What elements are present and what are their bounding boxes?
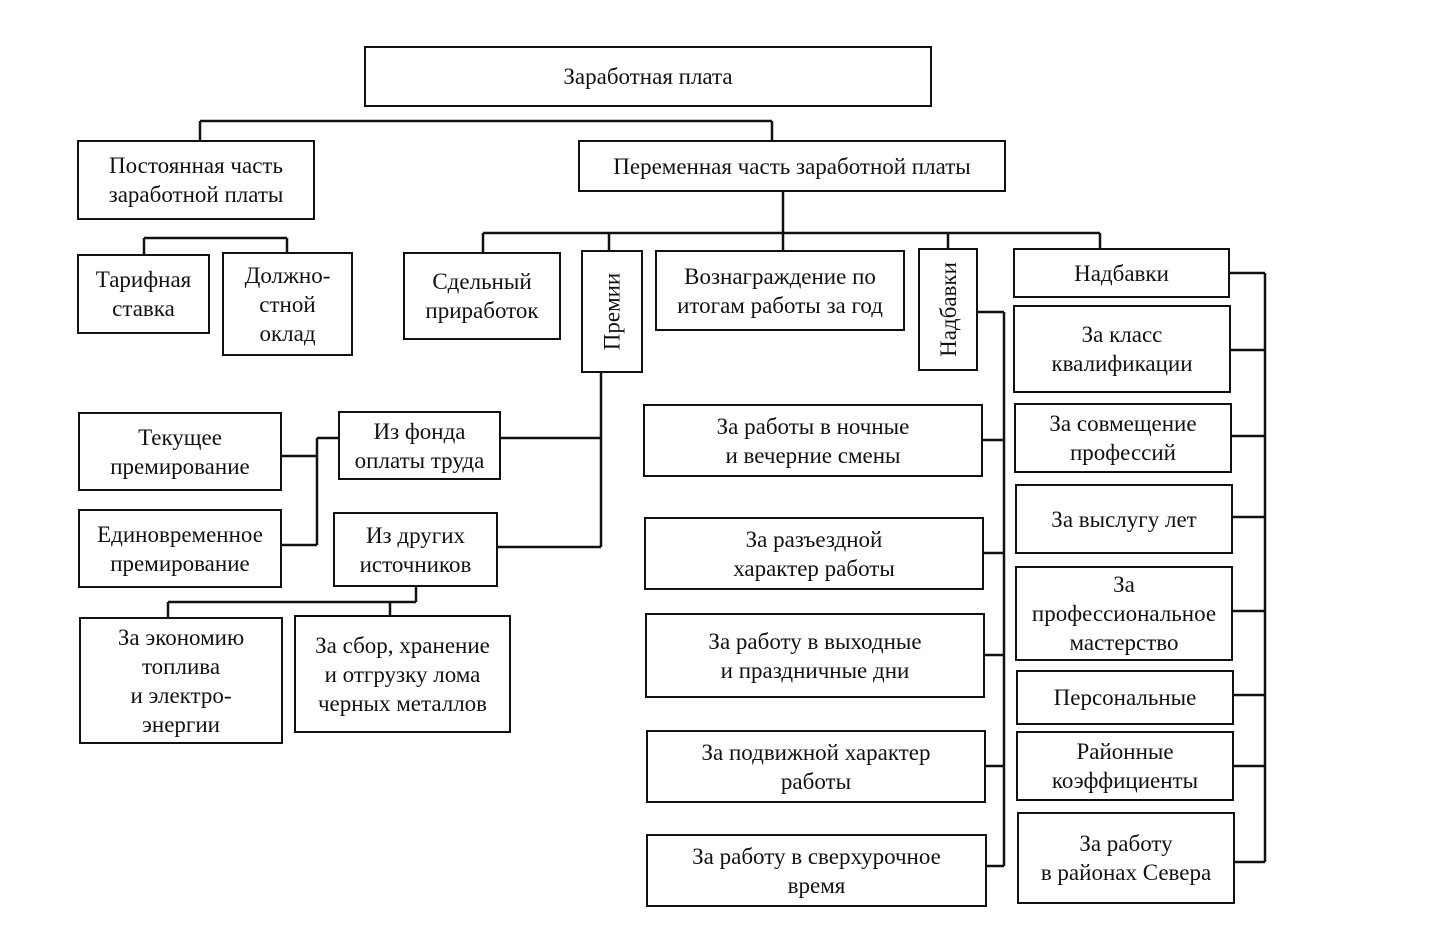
- node-professional-skill: За профессиональное мастерство: [1015, 566, 1233, 661]
- node-one-time-bonus: Единовременное премирование: [78, 509, 282, 588]
- node-seniority: За выслугу лет: [1015, 484, 1233, 554]
- weekends-holidays-label: За работу в выходные и праздничные дни: [708, 628, 922, 683]
- current-bonus-label: Текущее премирование: [110, 424, 250, 479]
- node-mobile-work: За подвижной характер работы: [646, 730, 986, 803]
- annual-reward-label: Вознаграждение по итогам работы за год: [677, 263, 883, 318]
- professional-skill-label: За профессиональное мастерство: [1031, 572, 1217, 655]
- node-weekends-holidays: За работу в выходные и праздничные дни: [645, 613, 985, 698]
- node-traveling-work: За разъездной характер работы: [644, 517, 984, 590]
- node-surcharges-vertical: Надбавки: [918, 248, 978, 371]
- node-piecework: Сдельный приработок: [403, 252, 561, 340]
- scrap-metal-label: За сбор, хранение и отгрузку лома черных…: [315, 632, 490, 716]
- node-tariff-rate: Тарифная ставка: [77, 254, 210, 334]
- node-official-salary: Должно- стной оклад: [222, 252, 353, 356]
- node-night-shifts: За работы в ночные и вечерние смены: [643, 404, 983, 477]
- qualification-class-label: За класс квалификации: [1051, 322, 1193, 376]
- overtime-label: За работу в сверхурочное время: [692, 843, 941, 898]
- node-bonuses: Премии: [581, 250, 643, 373]
- bonuses-label: Премии: [599, 272, 625, 351]
- from-payroll-fund-label: Из фонда оплаты труда: [354, 418, 485, 473]
- piecework-label: Сдельный приработок: [425, 269, 539, 323]
- root-label: Заработная плата: [563, 64, 733, 89]
- surcharges-vertical-label: Надбавки: [935, 262, 961, 357]
- node-scrap-metal: За сбор, хранение и отгрузку лома черных…: [294, 615, 511, 733]
- variable-part-label: Переменная часть заработной платы: [613, 153, 971, 179]
- from-other-sources-label: Из других источников: [359, 522, 472, 577]
- node-annual-reward: Вознаграждение по итогам работы за год: [655, 250, 905, 331]
- node-from-other-sources: Из других источников: [333, 512, 498, 587]
- node-regional-coefficients: Районные коэффициенты: [1016, 731, 1234, 801]
- node-north-regions: За работу в районах Севера: [1017, 812, 1235, 904]
- north-regions-label: За работу в районах Севера: [1040, 831, 1212, 885]
- node-constant-part: Постоянная часть заработной платы: [77, 140, 315, 220]
- seniority-label: За выслугу лет: [1051, 506, 1197, 532]
- official-salary-label: Должно- стной оклад: [244, 262, 331, 346]
- constant-part-label: Постоянная часть заработной платы: [108, 153, 284, 207]
- node-variable-part: Переменная часть заработной платы: [578, 140, 1006, 192]
- node-personal: Персональные: [1016, 670, 1234, 725]
- node-fuel-energy-saving: За экономию топлива и электро- энергии: [79, 617, 283, 744]
- node-current-bonus: Текущее премирование: [78, 412, 282, 491]
- traveling-work-label: За разъездной характер работы: [733, 526, 895, 581]
- node-overtime: За работу в сверхурочное время: [646, 834, 987, 907]
- node-combining-professions: За совмещение профессий: [1014, 403, 1232, 473]
- combining-professions-label: За совмещение профессий: [1049, 411, 1197, 465]
- regional-coefficients-label: Районные коэффициенты: [1051, 739, 1199, 793]
- root-node-salary: Заработная плата: [364, 46, 932, 107]
- night-shifts-label: За работы в ночные и вечерние смены: [716, 413, 910, 468]
- tariff-rate-label: Тарифная ставка: [95, 267, 192, 321]
- mobile-work-label: За подвижной характер работы: [701, 739, 931, 794]
- one-time-bonus-label: Единовременное премирование: [97, 521, 263, 576]
- node-from-payroll-fund: Из фонда оплаты труда: [338, 411, 501, 480]
- fuel-energy-saving-label: За экономию топлива и электро- энергии: [117, 624, 245, 737]
- node-allowances: Надбавки: [1013, 248, 1230, 298]
- node-qualification-class: За класс квалификации: [1013, 305, 1231, 393]
- personal-label: Персональные: [1053, 685, 1197, 710]
- allowances-label: Надбавки: [1074, 260, 1169, 286]
